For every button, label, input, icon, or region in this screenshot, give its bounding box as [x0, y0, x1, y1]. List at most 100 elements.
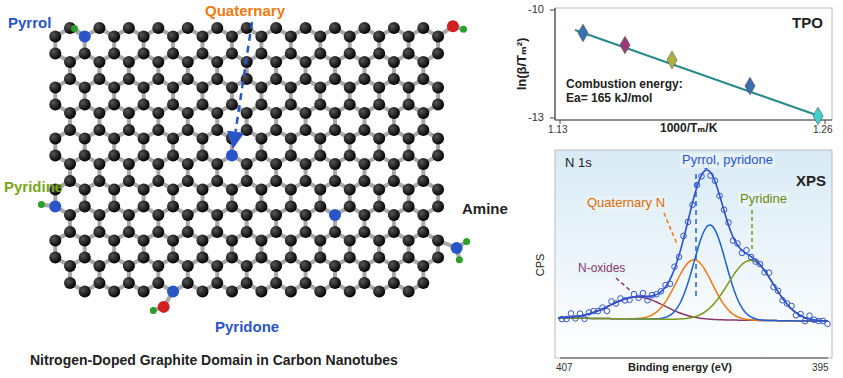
data-point — [699, 174, 705, 180]
atom — [152, 277, 164, 289]
atom — [432, 150, 444, 162]
atom — [182, 22, 194, 34]
atom — [138, 133, 150, 145]
atom — [226, 48, 238, 60]
atom — [241, 209, 253, 221]
atom — [388, 260, 400, 272]
atom — [167, 201, 179, 213]
atom — [314, 201, 326, 213]
atom — [403, 184, 415, 196]
leader-line — [751, 210, 753, 252]
atom — [403, 286, 415, 298]
data-point — [712, 178, 718, 184]
atom — [432, 133, 444, 145]
atom — [211, 124, 223, 136]
atom — [388, 56, 400, 68]
atom — [108, 252, 120, 264]
atom — [138, 201, 150, 213]
atom — [93, 124, 105, 136]
atom — [211, 226, 223, 238]
atom — [460, 26, 467, 33]
atom — [197, 99, 209, 111]
tick — [825, 120, 826, 124]
atom — [64, 175, 76, 187]
tpo-plot — [550, 8, 832, 125]
data-point — [690, 202, 696, 208]
atom — [285, 99, 297, 111]
atom — [71, 25, 78, 32]
atom — [152, 73, 164, 85]
peak-curve — [558, 260, 828, 321]
atom — [226, 235, 238, 247]
peak-label: Pyrrol, pyridone — [680, 153, 775, 168]
atom — [49, 150, 61, 162]
atom — [344, 31, 356, 43]
atom — [285, 201, 297, 213]
atom — [255, 184, 267, 196]
atom — [388, 226, 400, 238]
atom — [388, 175, 400, 187]
atom — [150, 307, 157, 314]
atom — [49, 235, 61, 247]
atom — [167, 252, 179, 264]
atom — [167, 82, 179, 94]
atom — [49, 99, 61, 111]
peak-label: Quaternary N — [585, 196, 667, 211]
atom — [241, 107, 253, 119]
tick-label: -10 — [528, 3, 544, 16]
atom — [373, 235, 385, 247]
atom — [417, 226, 429, 238]
atom — [344, 286, 356, 298]
data-point — [658, 289, 664, 295]
atom — [344, 235, 356, 247]
data-point — [775, 288, 781, 294]
atom — [285, 286, 297, 298]
atom — [314, 184, 326, 196]
atom — [432, 99, 444, 111]
annotation: Combustion energy: Ea= 165 kJ/mol — [566, 78, 696, 106]
atom — [388, 22, 400, 34]
atom — [64, 73, 76, 85]
atom — [138, 286, 150, 298]
leader-line — [664, 213, 677, 244]
atom — [123, 260, 135, 272]
atom — [64, 260, 76, 272]
atom — [241, 158, 253, 170]
atom — [241, 260, 253, 272]
data-point — [744, 247, 750, 253]
atom — [123, 73, 135, 85]
atom — [285, 31, 297, 43]
atom — [300, 175, 312, 187]
atom — [138, 48, 150, 60]
data-point — [681, 233, 687, 239]
atom — [93, 56, 105, 68]
data-point — [667, 281, 673, 287]
data-point — [578, 24, 588, 42]
panel-label: N 1s — [565, 156, 592, 171]
peak-label: Pyridine — [738, 192, 789, 207]
atom — [373, 99, 385, 111]
atom — [49, 133, 61, 145]
atom — [300, 260, 312, 272]
atom — [167, 286, 179, 298]
atom — [388, 209, 400, 221]
atom — [182, 175, 194, 187]
data-point — [766, 270, 772, 276]
data-point — [564, 316, 570, 322]
atom — [314, 133, 326, 145]
atom — [329, 260, 341, 272]
atom — [358, 277, 370, 289]
atom — [388, 73, 400, 85]
atom — [344, 133, 356, 145]
pointer-arrow — [233, 22, 252, 146]
data-point — [757, 261, 763, 267]
atom — [138, 235, 150, 247]
atom — [403, 201, 415, 213]
atom — [314, 48, 326, 60]
data-point — [726, 220, 732, 226]
atom — [285, 82, 297, 94]
atom — [152, 107, 164, 119]
atom — [138, 150, 150, 162]
atom — [344, 252, 356, 264]
